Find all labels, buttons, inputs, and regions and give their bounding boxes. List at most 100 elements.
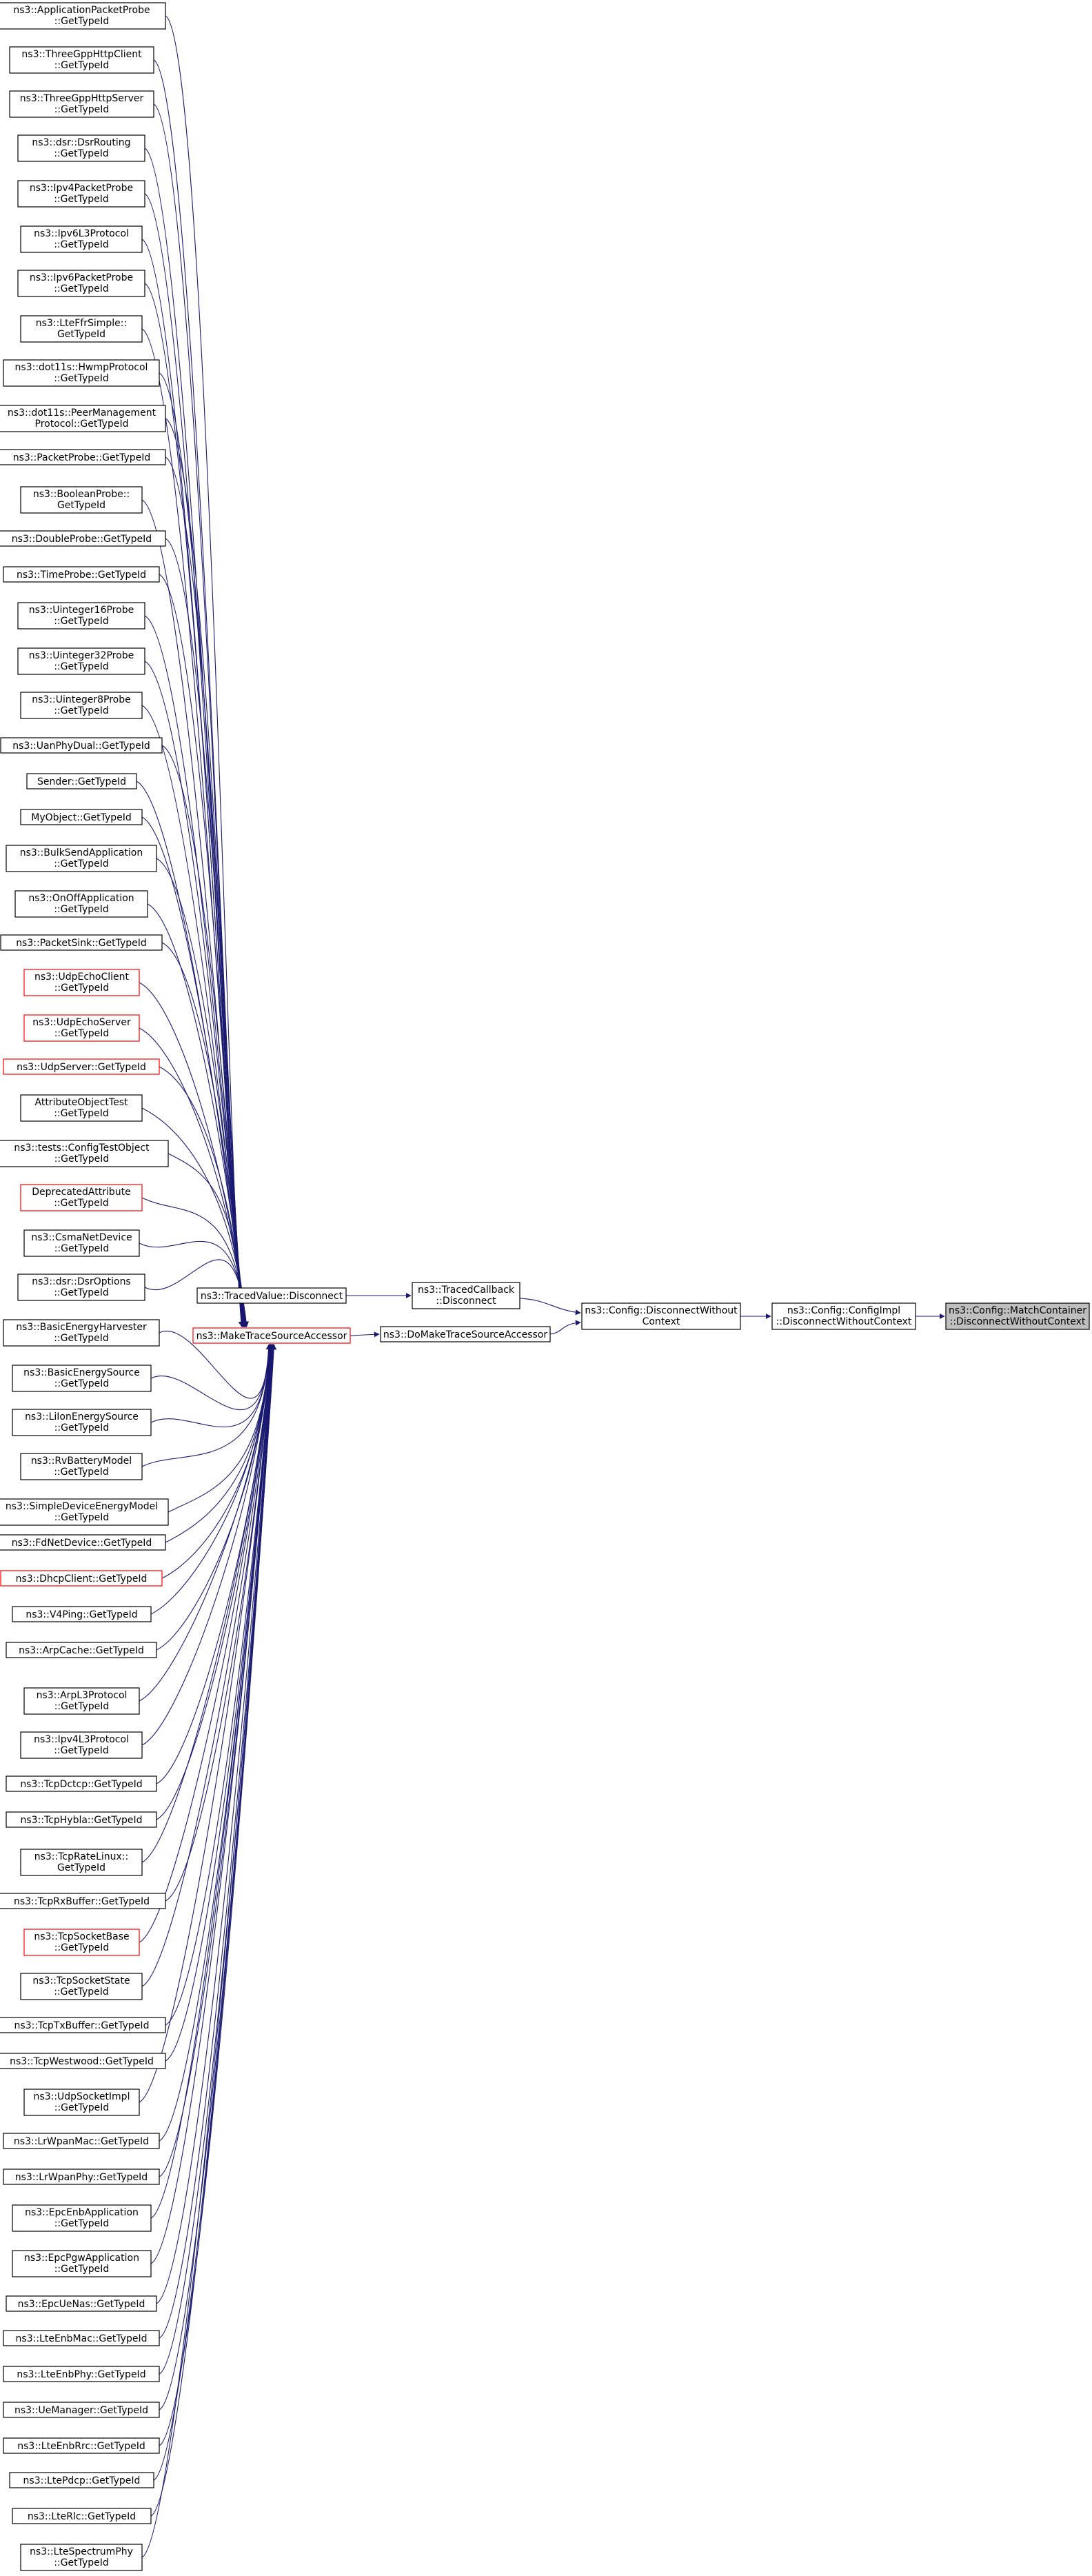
- caller-node[interactable]: ns3::EpcEnbApplication::GetTypeId: [12, 2204, 152, 2232]
- caller-node[interactable]: DeprecatedAttribute::GetTypeId: [20, 1184, 143, 1211]
- caller-node[interactable]: ns3::Uinteger16Probe::GetTypeId: [17, 602, 145, 630]
- caller-node-label: ns3::PacketProbe::GetTypeId: [13, 452, 151, 463]
- caller-node[interactable]: ns3::tests::ConfigTestObject::GetTypeId: [0, 1140, 169, 1167]
- caller-node[interactable]: ns3::Ipv4L3Protocol::GetTypeId: [20, 1731, 143, 1759]
- caller-node-box: [20, 1453, 143, 1480]
- caller-node[interactable]: Sender::GetTypeId: [26, 773, 137, 789]
- node-config-impl[interactable]: ns3::Config::ConfigImpl::DisconnectWitho…: [771, 1302, 916, 1330]
- caller-node[interactable]: ns3::Ipv6L3Protocol::GetTypeId: [20, 225, 143, 253]
- node-traced-callback[interactable]: ns3::TracedCallback::Disconnect: [412, 1282, 520, 1309]
- caller-node-label: ::GetTypeId: [54, 373, 109, 384]
- caller-node[interactable]: ns3::RvBatteryModel::GetTypeId: [20, 1453, 143, 1480]
- caller-node[interactable]: ns3::ApplicationPacketProbe::GetTypeId: [0, 2, 166, 30]
- caller-node-box: [0, 1498, 169, 1526]
- caller-node[interactable]: ns3::LrWpanPhy::GetTypeId: [3, 2169, 160, 2185]
- caller-node[interactable]: ns3::UdpSocketImpl::GetTypeId: [23, 2089, 140, 2116]
- node-make-trace-box: [192, 1327, 351, 1344]
- caller-node-label: ::GetTypeId: [54, 705, 109, 716]
- caller-node-label: ::GetTypeId: [54, 283, 109, 294]
- caller-node[interactable]: ns3::TcpTxBuffer::GetTypeId: [0, 2017, 166, 2033]
- caller-node[interactable]: ns3::TcpWestwood::GetTypeId: [0, 2053, 166, 2069]
- caller-node[interactable]: MyObject::GetTypeId: [20, 809, 143, 825]
- caller-node[interactable]: ns3::LiIonEnergySource::GetTypeId: [12, 1409, 152, 1436]
- caller-node[interactable]: ns3::LrWpanMac::GetTypeId: [3, 2133, 160, 2149]
- caller-node[interactable]: ns3::DoubleProbe::GetTypeId: [0, 530, 166, 547]
- caller-node[interactable]: ns3::LteEnbRrc::GetTypeId: [3, 2437, 160, 2454]
- caller-node-label: ns3::OnOffApplication: [28, 893, 134, 904]
- caller-node[interactable]: ns3::SimpleDeviceEnergyModel::GetTypeId: [0, 1498, 169, 1526]
- caller-node[interactable]: ns3::dsr::DsrRouting::GetTypeId: [17, 134, 145, 162]
- caller-node[interactable]: ns3::CsmaNetDevice::GetTypeId: [23, 1229, 140, 1257]
- caller-node-box: [20, 315, 143, 343]
- caller-node[interactable]: ns3::Ipv4PacketProbe::GetTypeId: [17, 180, 145, 208]
- caller-node[interactable]: ns3::LteRlc::GetTypeId: [12, 2508, 152, 2524]
- caller-node[interactable]: ns3::dot11s::PeerManagementProtocol::Get…: [0, 405, 166, 432]
- caller-node-box: [20, 1184, 143, 1211]
- caller-node-label: ns3::TcpRateLinux::: [34, 1851, 129, 1862]
- caller-node[interactable]: ns3::BooleanProbe::GetTypeId: [20, 486, 143, 514]
- caller-node[interactable]: ns3::ThreeGppHttpServer::GetTypeId: [9, 90, 154, 118]
- caller-node[interactable]: ns3::TcpRateLinux::GetTypeId: [20, 1849, 143, 1876]
- node-config-disconnect[interactable]: ns3::Config::DisconnectWithoutContext: [581, 1302, 741, 1330]
- node-do-make-trace[interactable]: ns3::DoMakeTraceSourceAccessor: [380, 1326, 551, 1342]
- caller-node[interactable]: ns3::UdpEchoClient::GetTypeId: [23, 969, 140, 996]
- caller-node-label: ns3::Ipv6L3Protocol: [34, 228, 129, 239]
- caller-node[interactable]: ns3::TcpSocketBase::GetTypeId: [23, 1929, 140, 1956]
- caller-node[interactable]: ns3::UdpServer::GetTypeId: [3, 1058, 160, 1075]
- caller-node[interactable]: ns3::V4Ping::GetTypeId: [12, 1606, 152, 1622]
- caller-node[interactable]: ns3::dsr::DsrOptions::GetTypeId: [17, 1274, 145, 1301]
- node-make-trace[interactable]: ns3::MakeTraceSourceAccessor: [192, 1327, 351, 1344]
- caller-node[interactable]: ns3::ArpL3Protocol::GetTypeId: [23, 1687, 140, 1715]
- caller-node[interactable]: ns3::PacketSink::GetTypeId: [0, 934, 163, 951]
- caller-edge: [139, 1240, 249, 1327]
- caller-node[interactable]: ns3::UdpEchoServer::GetTypeId: [23, 1014, 140, 1042]
- caller-node-box: [23, 969, 140, 996]
- caller-node-box: [20, 1094, 143, 1122]
- caller-node-label: ns3::RvBatteryModel: [31, 1456, 132, 1467]
- caller-node[interactable]: ns3::TcpRxBuffer::GetTypeId: [0, 1893, 166, 1909]
- caller-node[interactable]: ns3::BulkSendApplication::GetTypeId: [6, 845, 157, 872]
- caller-node[interactable]: ns3::TcpDctcp::GetTypeId: [6, 1775, 157, 1792]
- caller-node[interactable]: ns3::LteEnbPhy::GetTypeId: [3, 2366, 160, 2382]
- caller-node-box: [20, 1973, 143, 2000]
- caller-node[interactable]: ns3::LtePdcp::GetTypeId: [9, 2472, 154, 2488]
- node-config-impl-box: [771, 1302, 916, 1330]
- caller-node-box: [20, 1731, 143, 1759]
- caller-edge: [150, 1344, 272, 1411]
- caller-node[interactable]: ns3::dot11s::HwmpProtocol::GetTypeId: [3, 359, 160, 387]
- caller-node[interactable]: ns3::FdNetDevice::GetTypeId: [0, 1534, 166, 1551]
- caller-node-box: [17, 134, 145, 162]
- caller-node[interactable]: ns3::DhcpClient::GetTypeId: [0, 1570, 163, 1587]
- caller-node[interactable]: ns3::ArpCache::GetTypeId: [6, 1642, 157, 1658]
- caller-node-label: ns3::DoubleProbe::GetTypeId: [12, 534, 152, 545]
- caller-node[interactable]: ns3::OnOffApplication::GetTypeId: [14, 890, 148, 918]
- caller-node[interactable]: ns3::TimeProbe::GetTypeId: [3, 566, 160, 583]
- caller-node[interactable]: ns3::Uinteger8Probe::GetTypeId: [20, 692, 143, 719]
- caller-node-box: [0, 2, 166, 30]
- caller-node-box: [3, 2402, 160, 2418]
- caller-node[interactable]: ns3::UeManager::GetTypeId: [3, 2402, 160, 2418]
- caller-node[interactable]: ns3::LteEnbMac::GetTypeId: [3, 2330, 160, 2346]
- node-traced-value[interactable]: ns3::TracedValue::Disconnect: [196, 1287, 347, 1304]
- caller-node[interactable]: ns3::BasicEnergyHarvester::GetTypeId: [3, 1319, 160, 1347]
- caller-node[interactable]: ns3::EpcUeNas::GetTypeId: [6, 2295, 157, 2312]
- caller-node[interactable]: ns3::TcpHybla::GetTypeId: [6, 1811, 157, 1828]
- caller-node-label: ::GetTypeId: [54, 2102, 110, 2113]
- caller-node-label: DeprecatedAttribute: [32, 1187, 130, 1198]
- caller-edge: [150, 1344, 275, 2219]
- caller-node[interactable]: ns3::ThreeGppHttpClient::GetTypeId: [9, 46, 154, 74]
- caller-node[interactable]: ns3::TcpSocketState::GetTypeId: [20, 1973, 143, 2000]
- caller-node-box: [12, 2204, 152, 2232]
- caller-node-box: [23, 1229, 140, 1257]
- caller-node[interactable]: ns3::Ipv6PacketProbe::GetTypeId: [17, 270, 145, 297]
- caller-node[interactable]: ns3::BasicEnergySource::GetTypeId: [12, 1365, 152, 1392]
- caller-node[interactable]: ns3::PacketProbe::GetTypeId: [0, 449, 166, 465]
- caller-node[interactable]: AttributeObjectTest::GetTypeId: [20, 1094, 143, 1122]
- caller-node[interactable]: ns3::LteFfrSimple::GetTypeId: [20, 315, 143, 343]
- caller-node[interactable]: ns3::Uinteger32Probe::GetTypeId: [17, 647, 145, 675]
- caller-node[interactable]: ns3::EpcPgwApplication::GetTypeId: [12, 2250, 152, 2277]
- focus-node[interactable]: ns3::Config::MatchContainer::DisconnectW…: [945, 1302, 1090, 1330]
- focus-node-label: ::DisconnectWithoutContext: [950, 1316, 1086, 1327]
- caller-node[interactable]: ns3::LteSpectrumPhy::GetTypeId: [20, 2544, 143, 2571]
- caller-node[interactable]: ns3::UanPhyDual::GetTypeId: [0, 737, 163, 754]
